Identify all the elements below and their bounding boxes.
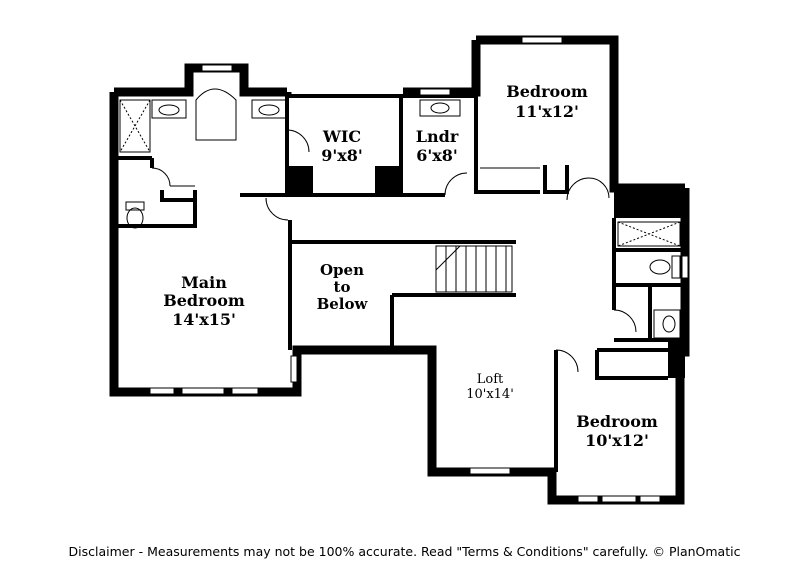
open-to-below-line1: Open — [320, 261, 364, 279]
wall-blocks — [287, 166, 686, 378]
bath-fixtures — [119, 88, 681, 339]
interior-walls — [116, 94, 685, 472]
wic-dims: 9'x8' — [321, 146, 363, 165]
main-bedroom-label-1: Main — [181, 273, 227, 292]
wic-label: WIC — [322, 127, 361, 146]
loft-label: Loft — [477, 372, 504, 387]
main-bedroom-label-2: Bedroom — [163, 291, 245, 310]
windows — [149, 36, 689, 503]
open-to-below-line2: to — [334, 278, 351, 296]
bedroom-upper-dims: 11'x12' — [515, 102, 579, 121]
loft-dims: 10'x14' — [466, 387, 514, 402]
door-swings — [151, 129, 637, 373]
disclaimer-text: Disclaimer - Measurements may not be 100… — [68, 544, 741, 559]
bedroom-lower-dims: 10'x12' — [585, 431, 649, 450]
laundry-label: Lndr — [416, 127, 459, 146]
bedroom-upper-label: Bedroom — [506, 82, 588, 101]
stairs — [435, 245, 513, 293]
laundry-dims: 6'x8' — [416, 146, 458, 165]
open-to-below-line3: Below — [317, 295, 369, 313]
bedroom-lower-label: Bedroom — [576, 412, 658, 431]
main-bedroom-dims: 14'x15' — [172, 310, 236, 329]
